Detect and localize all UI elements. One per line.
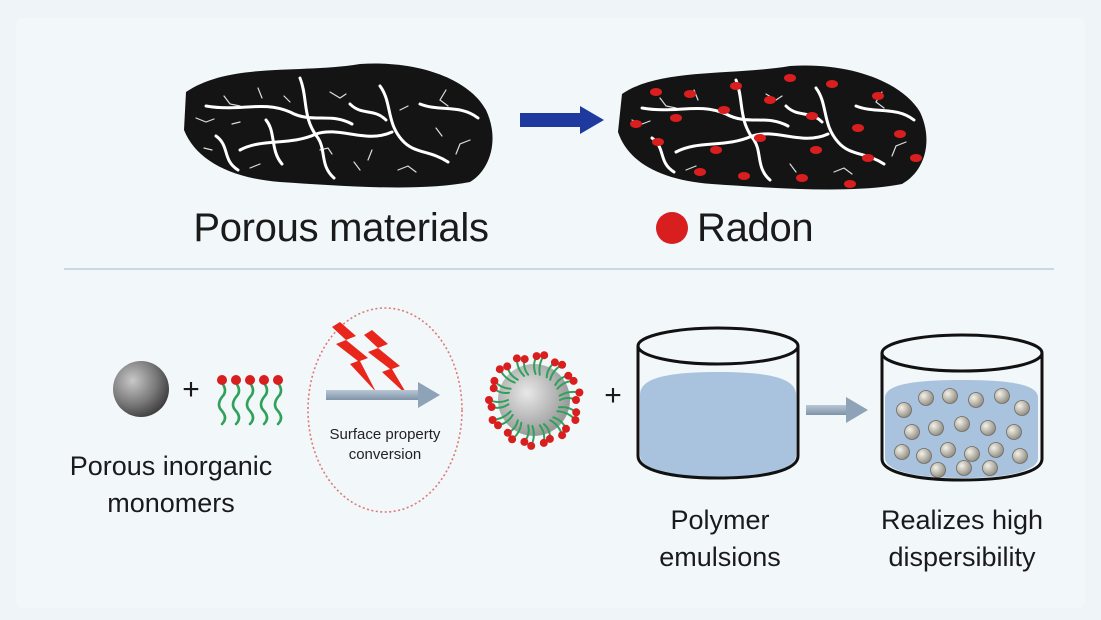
conversion-label-line2: conversion bbox=[348, 446, 422, 463]
adsorption-arrow bbox=[520, 106, 604, 134]
porous-materials-label: Porous materials bbox=[193, 206, 489, 250]
surfactant-chains bbox=[217, 375, 283, 426]
porous-material-slab bbox=[184, 63, 493, 188]
conversion-label-line1: Surface property bbox=[329, 426, 441, 443]
mixing-arrow bbox=[806, 397, 868, 423]
conversion-arrow bbox=[326, 382, 440, 408]
radon-legend-dot bbox=[656, 212, 688, 244]
radon-dots bbox=[630, 74, 922, 188]
result-label-line1: Realizes high bbox=[880, 505, 1044, 535]
functionalized-particle bbox=[485, 351, 584, 450]
radon-label: Radon bbox=[697, 206, 814, 250]
porous-inorganic-sphere bbox=[113, 361, 169, 417]
emulsion-label-line2: emulsions bbox=[659, 542, 781, 572]
lightning-icon bbox=[332, 322, 408, 396]
conversion-ellipse bbox=[307, 307, 463, 513]
polymer-emulsion-beaker bbox=[636, 326, 800, 480]
porous-material-with-radon bbox=[618, 65, 927, 190]
result-label-line2: dispersibility bbox=[888, 542, 1036, 572]
plus-sign-2: + bbox=[604, 379, 622, 412]
monomers-label-line2: monomers bbox=[107, 488, 235, 518]
dispersed-particles bbox=[894, 388, 1030, 478]
dispersed-beaker bbox=[880, 333, 1044, 482]
plus-sign-1: + bbox=[182, 373, 200, 406]
monomers-label-line1: Porous inorganic bbox=[69, 451, 273, 481]
emulsion-label-line1: Polymer bbox=[670, 505, 770, 535]
emulsion-liquid bbox=[640, 372, 796, 477]
